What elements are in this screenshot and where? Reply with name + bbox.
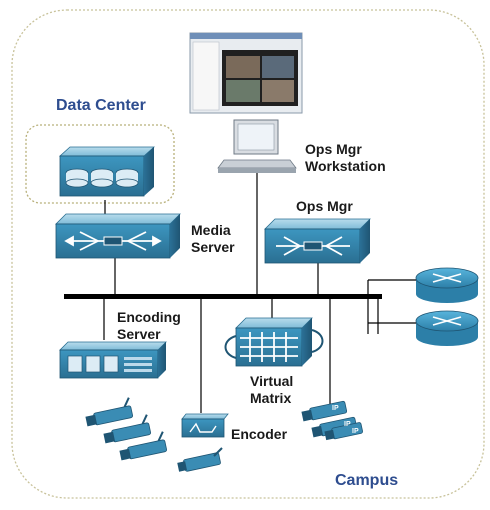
ops-mgr-workstation-label: Ops Mgr Workstation [305, 141, 386, 175]
router-icon-2 [415, 310, 479, 346]
virtual-matrix-icon [224, 317, 324, 367]
ops-mgr-workstation-line-2: Workstation [305, 158, 386, 174]
encoder-icon [181, 413, 229, 438]
analog-camera-icon [177, 447, 223, 472]
virtual-matrix-line-1: Virtual [250, 373, 294, 389]
ops-mgr-label: Ops Mgr [296, 198, 353, 214]
media-server-switch-icon [55, 213, 181, 259]
encoding-server-line-1: Encoding [117, 309, 181, 325]
data-center-boundary [25, 124, 175, 204]
media-server-label: Media Server [191, 222, 235, 256]
encoding-server-label: Encoding Server [117, 309, 181, 343]
ops-mgr-switch-icon [264, 218, 371, 264]
media-server-line-1: Media [191, 222, 231, 238]
network-bus [64, 294, 382, 299]
ip-badges: IP IP IP [332, 405, 359, 435]
ip-camera-group [301, 400, 363, 441]
storage-array-icon [58, 146, 156, 197]
encoding-server-icon [59, 341, 167, 379]
data-center-label: Data Center [56, 97, 146, 114]
ip-badge-1: IP [332, 405, 339, 412]
connection-lines [103, 168, 420, 413]
encoder-label: Encoder [231, 426, 288, 442]
virtual-matrix-label: Virtual Matrix [250, 373, 293, 407]
workstation-icon [189, 32, 303, 173]
ops-mgr-workstation-line-1: Ops Mgr [305, 141, 362, 157]
camera-group-left [85, 397, 168, 461]
encoding-server-line-2: Server [117, 326, 161, 342]
ip-badge-2: IP [344, 421, 351, 428]
router-icon-1 [415, 267, 479, 303]
ip-badge-3: IP [352, 428, 359, 435]
campus-label: Campus [335, 472, 399, 489]
campus-boundary [11, 9, 485, 499]
virtual-matrix-line-2: Matrix [250, 390, 292, 406]
media-server-line-2: Server [191, 239, 235, 255]
